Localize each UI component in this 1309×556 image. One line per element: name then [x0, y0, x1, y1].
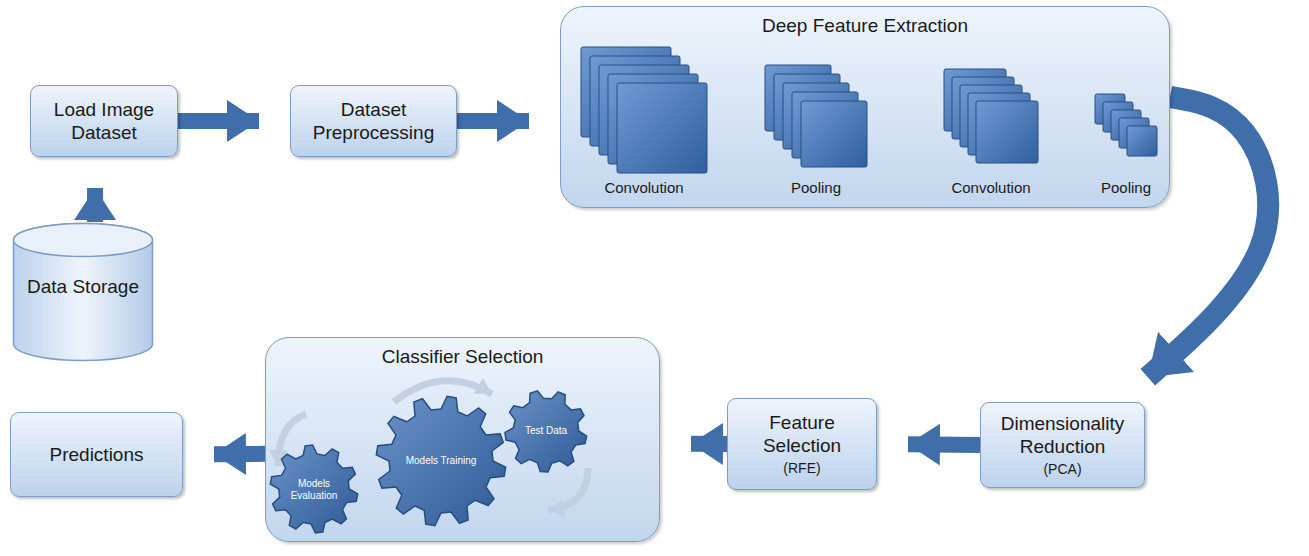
process-box: Load Image Dataset [30, 85, 178, 157]
node-label: Test Data [519, 425, 573, 437]
text-group: Dataset Preprocessing [299, 98, 448, 144]
text-group: Models Evaluation [285, 478, 343, 501]
text-group: Data Storage [12, 276, 154, 299]
feature-map [617, 83, 707, 173]
node-label: Predictions [50, 443, 144, 466]
group-panel: Classifier SelectionModels Evaluation Mod… [265, 337, 660, 542]
layer-stack: Pooling [756, 59, 876, 197]
block-arrow [908, 436, 980, 453]
rotation-arrow [548, 468, 588, 510]
gear [505, 391, 587, 472]
feature-map-stack [756, 59, 876, 197]
gear-shape: Models Training [375, 395, 507, 527]
node-label: Pooling [1086, 179, 1166, 197]
node-label: Convolution [569, 179, 719, 197]
layer-stack: Pooling [1086, 77, 1166, 197]
process-box: Feature Selection (RFE) [727, 398, 877, 490]
text-group: Classifier Selection [266, 346, 659, 369]
feature-map-stack [569, 47, 719, 197]
process-box: Dataset Preprocessing [290, 85, 457, 157]
feature-map [976, 101, 1038, 163]
node-label: Dimensionality Reduction [989, 412, 1136, 458]
text-group: Convolution [916, 179, 1066, 197]
block-arrow [457, 113, 529, 129]
block-arrow [691, 436, 727, 452]
process-box: Predictions [10, 412, 183, 497]
node-label: Models Evaluation [285, 478, 343, 501]
block-arrow [87, 188, 103, 222]
node-sublabel: (RFE) [736, 460, 868, 477]
text-group: Dimensionality Reduction (PCA) [989, 412, 1136, 478]
text-group: Predictions [50, 443, 144, 466]
node-label: Classifier Selection [266, 346, 659, 369]
group-panel: Deep Feature ExtractionConvolution Poolin… [560, 6, 1170, 208]
gear [270, 445, 357, 533]
node-label: Convolution [916, 179, 1066, 197]
node-label: Deep Feature Extraction [561, 15, 1169, 38]
layer-stack: Convolution [916, 59, 1066, 197]
text-group: Load Image Dataset [39, 98, 169, 144]
node-label: Pooling [756, 179, 876, 197]
feature-map-stack [916, 59, 1066, 197]
cylinder-top [14, 224, 153, 257]
text-group: Deep Feature Extraction [561, 15, 1169, 38]
gear [376, 396, 505, 525]
gear-shape: Models Evaluation [269, 444, 359, 534]
node-sublabel: (PCA) [989, 461, 1136, 478]
text-group: Test Data [519, 425, 573, 437]
block-arrow [178, 113, 259, 129]
text-group: Feature Selection (RFE) [736, 411, 868, 477]
node-label: Feature Selection [736, 411, 868, 457]
text-group: Pooling [1086, 179, 1166, 197]
layer-stack: Convolution [569, 47, 719, 197]
gear-shape: Test Data [504, 389, 588, 473]
block-arrow [214, 446, 265, 462]
storage-cylinder: Data Storage [12, 222, 154, 362]
node-label: Data Storage [12, 276, 154, 299]
text-group: Models Training [399, 455, 483, 467]
node-label: Load Image Dataset [39, 98, 169, 144]
node-label: Models Training [399, 455, 483, 467]
feature-map [801, 101, 867, 167]
feature-map [1127, 126, 1157, 156]
text-group: Pooling [756, 179, 876, 197]
process-box: Dimensionality Reduction (PCA) [980, 402, 1145, 488]
rotation-arrow [394, 381, 492, 402]
text-group: Convolution [569, 179, 719, 197]
node-label: Dataset Preprocessing [299, 98, 448, 144]
